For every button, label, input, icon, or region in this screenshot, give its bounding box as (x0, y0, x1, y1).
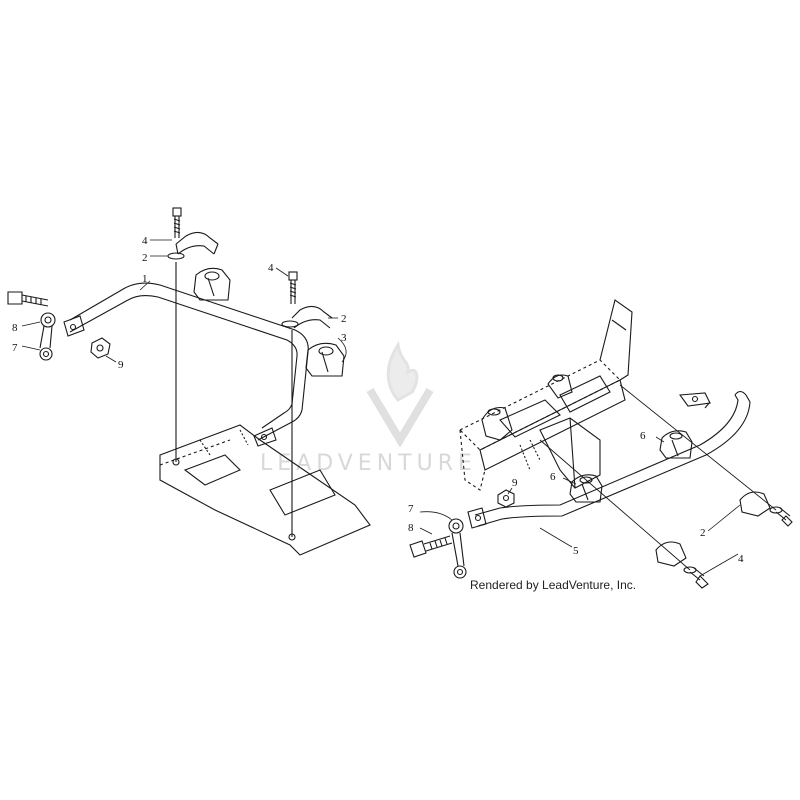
end-link (39, 312, 56, 361)
callout-r5: 5 (573, 545, 579, 557)
bolt-rear-upper (775, 507, 793, 527)
bolt-upper (172, 207, 182, 238)
callout-8: 8 (12, 322, 18, 334)
right-assembly (409, 299, 793, 589)
guide-diag-2 (619, 384, 777, 511)
bolt-rear-lower (689, 567, 709, 589)
sway-bar-rear (467, 390, 751, 529)
flame-logo-icon (366, 340, 434, 448)
callout-9: 9 (118, 359, 124, 371)
guide-diag-1 (539, 439, 691, 571)
leader-lines-left (21, 239, 347, 363)
bushing-lower (305, 342, 345, 377)
end-link-rear (448, 518, 467, 579)
right-callouts: 9 6 6 2 4 5 7 8 (408, 430, 744, 565)
callout-r7: 7 (408, 503, 414, 515)
bushing-upper (193, 267, 231, 301)
chassis-frame (459, 299, 633, 491)
callout-2-lower: 2 (341, 313, 347, 325)
callout-r6-lower: 6 (550, 471, 556, 483)
callout-r6-upper: 6 (640, 430, 646, 442)
callout-7: 7 (12, 342, 18, 354)
left-callouts: 1 2 4 4 2 3 8 7 9 (12, 235, 347, 371)
callout-4-lower: 4 (268, 262, 274, 274)
callout-4-upper: 4 (142, 235, 148, 247)
render-credit: Rendered by LeadVenture, Inc. (470, 578, 637, 592)
callout-r4: 4 (738, 553, 744, 565)
nut-rear (497, 489, 515, 508)
frame-mounts (481, 374, 573, 441)
link-bolt (7, 291, 49, 307)
callout-2-upper: 2 (142, 252, 148, 264)
clamp-upper (167, 231, 219, 260)
bushing-rear-lower (569, 474, 603, 503)
bushing-rear-upper (659, 430, 693, 459)
frame-bracket (159, 424, 371, 556)
callout-r8: 8 (408, 522, 414, 534)
callout-3: 3 (341, 332, 347, 344)
link-bolt-rear (409, 535, 453, 558)
sway-bar (63, 282, 309, 447)
nut (90, 337, 111, 359)
left-assembly (7, 207, 371, 556)
clamp-lower (281, 305, 333, 329)
bolt-lower (288, 271, 298, 304)
callout-1: 1 (142, 273, 148, 285)
callout-r2: 2 (700, 527, 706, 539)
callout-r9: 9 (512, 477, 518, 489)
leader-lines-right (419, 436, 741, 577)
